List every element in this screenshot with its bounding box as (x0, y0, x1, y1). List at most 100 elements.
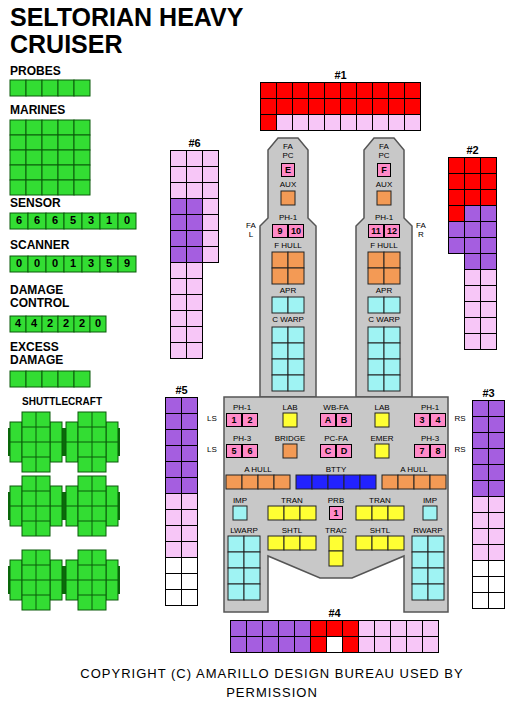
shield-box-cell (186, 214, 203, 231)
system-box (82, 256, 100, 272)
part-label: 0 (28, 257, 46, 269)
system-box (382, 475, 398, 489)
system-box (412, 584, 428, 600)
part-label: RWARP (408, 527, 448, 536)
part-label: 1 (64, 257, 82, 269)
system-box (10, 256, 28, 272)
shield-box-cell (472, 496, 489, 513)
system-box (372, 536, 388, 550)
weapon-id: 8 (435, 447, 440, 456)
part-label: A HULL (233, 466, 283, 475)
shield-box-cell (464, 269, 481, 286)
shield-box-cell (276, 98, 293, 115)
shield-box-cell (472, 400, 489, 417)
system-box (74, 150, 90, 165)
system-box (423, 506, 437, 520)
shield-box-cell (181, 429, 198, 446)
shield-box-cell (472, 592, 489, 609)
part-label: PH-3 (410, 435, 450, 444)
system-box (42, 80, 58, 96)
system-box (414, 475, 430, 489)
system-box (228, 568, 244, 584)
weapon-id: 7 (419, 447, 424, 456)
shuttle-icon (64, 412, 120, 472)
system-box (428, 584, 444, 600)
shield-box-cell (480, 333, 497, 350)
shield-box-cell (388, 114, 405, 131)
shield-box-cell (170, 230, 187, 247)
shield-box-cell (170, 166, 187, 183)
system-box (244, 568, 260, 584)
shield-box-cell (356, 114, 373, 131)
shield-box-cell (181, 541, 198, 558)
part-label: 6 (10, 214, 28, 226)
shield-box-cell (388, 98, 405, 115)
part-label: 9 (118, 257, 136, 269)
shield-box-cell (390, 620, 407, 637)
weapon-id: 6 (247, 447, 252, 456)
shield-box: #3 (472, 386, 505, 609)
system-box (258, 475, 274, 489)
system-box (281, 191, 295, 205)
part-label: 4 (10, 317, 26, 329)
system-box (272, 375, 288, 391)
shield-box-cell (181, 413, 198, 430)
shuttle-icon (64, 550, 120, 610)
weapon-box: D (336, 444, 352, 458)
part-label: EXCESS DAMAGE (10, 341, 90, 367)
system-box (284, 536, 300, 550)
shield-box-cell (186, 262, 203, 279)
system-box (272, 268, 288, 284)
system-box (375, 444, 389, 458)
system-box (288, 343, 304, 359)
system-box (360, 475, 376, 489)
system-box (288, 327, 304, 343)
system-box (26, 316, 42, 332)
system-box (244, 552, 260, 568)
part-label: 0 (90, 317, 106, 329)
shield-box-cell (181, 397, 198, 414)
shield-box-cell (165, 525, 182, 542)
part-label: 5 (100, 257, 118, 269)
system-box (377, 191, 391, 205)
part-label: RS (452, 415, 468, 424)
system-box (288, 359, 304, 375)
shield-number: #5 (165, 383, 198, 397)
part-label: SHUTTLECRAFT (22, 396, 132, 407)
shield-box-cell (472, 528, 489, 545)
shield-box-cell (372, 98, 389, 115)
system-box (412, 568, 428, 584)
shield-box-cell (356, 82, 373, 99)
part-label: MARINES (10, 104, 120, 117)
shield-box-cell (448, 173, 465, 190)
shield-box-cell (165, 541, 182, 558)
part-label: F HULL (268, 242, 308, 251)
shield-box-cell (488, 496, 505, 513)
shield-box-cell (170, 214, 187, 231)
system-box (368, 297, 384, 313)
shield-box-cell (292, 114, 309, 131)
shield-box-cell (276, 82, 293, 99)
system-box (90, 316, 106, 332)
weapon-id: C (325, 447, 332, 456)
system-box (284, 506, 300, 520)
shield-box-cell (480, 301, 497, 318)
part-label: APR (364, 287, 404, 296)
part-label: F HULL (364, 242, 404, 251)
shield-box-cell (358, 620, 375, 637)
system-box (26, 180, 42, 195)
shield-box-cell (278, 636, 295, 653)
part-label: APR (268, 287, 308, 296)
system-box (42, 316, 58, 332)
system-box (74, 316, 90, 332)
shield-box-cell (230, 636, 247, 653)
shield-box-cell (488, 528, 505, 545)
part-label: PH-3 (222, 435, 262, 444)
system-box (398, 475, 414, 489)
shield-box-cell (165, 573, 182, 590)
system-box (430, 475, 446, 489)
weapon-box: 6 (242, 444, 258, 458)
shield-box-cell (308, 98, 325, 115)
shield-box-cell (186, 182, 203, 199)
